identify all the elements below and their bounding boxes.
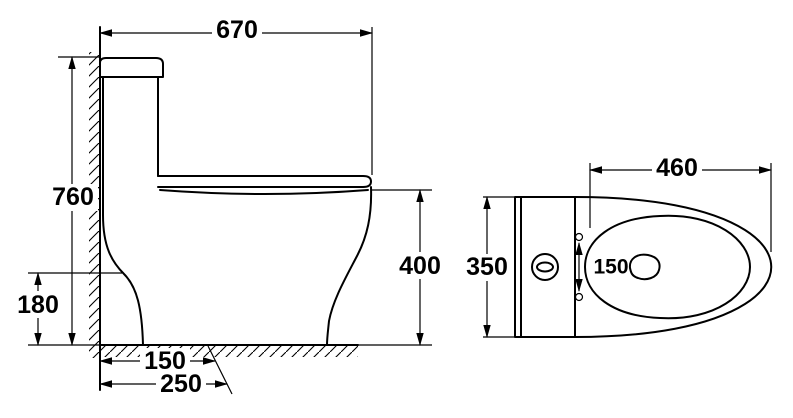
mounting-hole-top <box>574 232 584 242</box>
mask-760 <box>48 184 98 211</box>
dim-label-460: 460 <box>656 154 698 182</box>
dim-label-350: 350 <box>466 253 508 281</box>
bowl-outer-outline <box>574 196 773 338</box>
pedestal-back-curve <box>102 214 144 346</box>
leader-drain <box>207 345 233 395</box>
side-view: 670 760 400 180 150 250 <box>13 16 445 398</box>
tank-lid <box>99 57 164 78</box>
mask-670 <box>212 17 262 44</box>
mask-180 <box>13 291 63 318</box>
flush-button-outer <box>531 253 559 281</box>
dim-label-760: 760 <box>52 183 94 211</box>
toilet-side-outline <box>99 57 373 346</box>
dim-label-180: 180 <box>17 291 59 319</box>
flush-button-inner <box>536 261 554 273</box>
seat-inner-outline <box>584 214 751 320</box>
dim-label-250: 250 <box>160 370 202 398</box>
bowl-rim-line <box>159 189 369 195</box>
mounting-hole-bottom <box>574 292 584 302</box>
flush-button <box>531 253 559 281</box>
tank-top-outline <box>514 196 576 338</box>
floor-hatch <box>101 346 358 357</box>
mask-460 <box>652 155 702 182</box>
water-outlet <box>628 253 661 281</box>
bowl-front-curve <box>326 186 373 346</box>
top-view: 460 350 150 <box>462 154 773 338</box>
mask-350 <box>462 254 512 281</box>
dim-label-150-holes: 150 <box>593 256 628 279</box>
mask-150b <box>140 348 190 374</box>
toilet-seat <box>157 175 372 188</box>
mask-250 <box>156 371 206 397</box>
mask-400 <box>395 252 445 279</box>
dim-label-670: 670 <box>216 16 258 44</box>
dim-label-400: 400 <box>399 252 441 280</box>
dim-label-150-bottom: 150 <box>144 347 186 375</box>
